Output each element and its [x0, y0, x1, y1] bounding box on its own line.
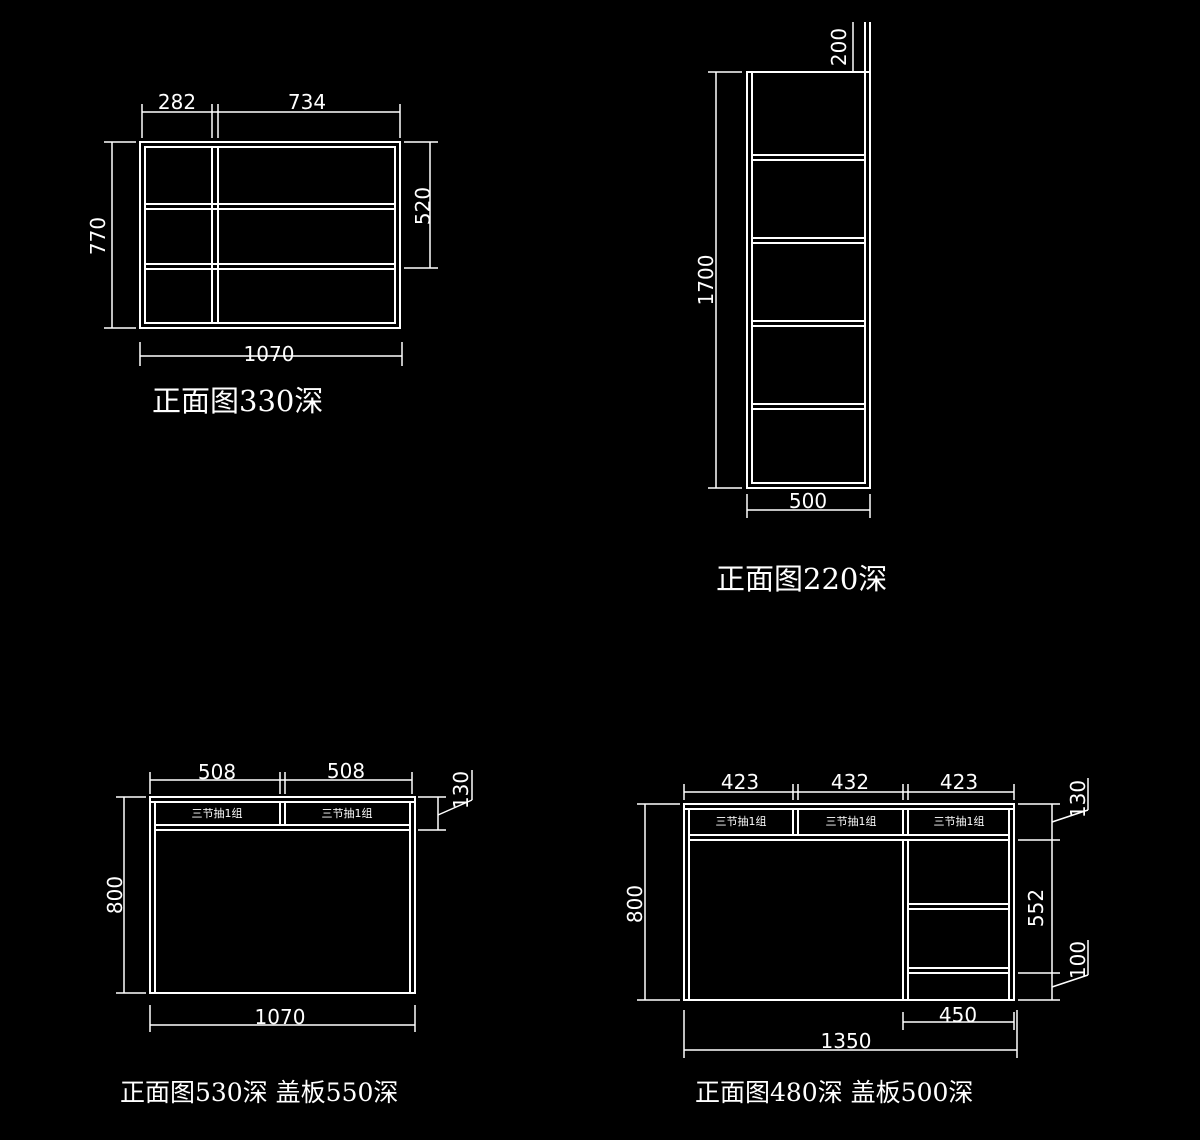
- dim-a-right: 520: [411, 187, 435, 225]
- dim-c-top-left: 508: [198, 760, 236, 784]
- dim-a-top-right: 734: [288, 90, 326, 114]
- desk-c-frame: [149, 796, 416, 994]
- dim-d-bottom: 1350: [821, 1029, 872, 1053]
- dim-c-top-right: 508: [327, 759, 365, 783]
- dim-c-right: 130: [449, 771, 473, 809]
- dim-a-bottom: 1070: [244, 342, 295, 366]
- dim-d-right-mid: 552: [1024, 889, 1048, 927]
- dim-d-top-3: 423: [940, 770, 978, 794]
- dim-a-left: 770: [86, 217, 110, 255]
- shelf-b-frame: [746, 22, 871, 489]
- drawing-c: 三节抽1组 三节抽1组 508 508 130 800 1070 正面图530深…: [103, 759, 473, 1107]
- dimension-lines-d: [637, 778, 1089, 1058]
- drawing-d: 三节抽1组 三节抽1组 三节抽1组: [623, 770, 1090, 1107]
- caption-a: 正面图330深: [152, 384, 323, 418]
- dim-d-right-bottom: 100: [1066, 941, 1090, 979]
- dim-c-bottom: 1070: [255, 1005, 306, 1029]
- dim-c-left: 800: [103, 876, 127, 914]
- dimension-lines-c: [116, 770, 473, 1032]
- dim-b-bottom: 500: [789, 489, 827, 513]
- drawer-d-label-2: 三节抽1组: [826, 814, 877, 828]
- drawer-d-label-1: 三节抽1组: [716, 814, 767, 828]
- drawing-a: 282 734 770 520 1070 正面图330深: [86, 90, 438, 418]
- caption-c: 正面图530深 盖板550深: [120, 1078, 398, 1107]
- dim-d-bottom-right: 450: [939, 1003, 977, 1027]
- drawer-d-label-3: 三节抽1组: [934, 814, 985, 828]
- dim-b-left: 1700: [694, 255, 718, 306]
- dimension-lines-b: [708, 22, 871, 518]
- caption-b: 正面图220深: [716, 562, 887, 596]
- desk-d-frame: [683, 803, 1015, 1001]
- dim-d-right-top: 130: [1066, 780, 1090, 818]
- cabinet-a-frame: [139, 141, 401, 329]
- caption-d: 正面图480深 盖板500深: [695, 1078, 973, 1107]
- drawer-c-label-2: 三节抽1组: [322, 806, 373, 820]
- dim-d-left: 800: [623, 885, 647, 923]
- dim-d-top-1: 423: [721, 770, 759, 794]
- dim-b-top: 200: [827, 28, 851, 66]
- dim-d-top-2: 432: [831, 770, 869, 794]
- dimension-lines-a: [104, 104, 438, 366]
- dim-a-top-left: 282: [158, 90, 196, 114]
- drawing-b: 200 1700 500 正面图220深: [694, 22, 887, 596]
- drawer-c-label-1: 三节抽1组: [192, 806, 243, 820]
